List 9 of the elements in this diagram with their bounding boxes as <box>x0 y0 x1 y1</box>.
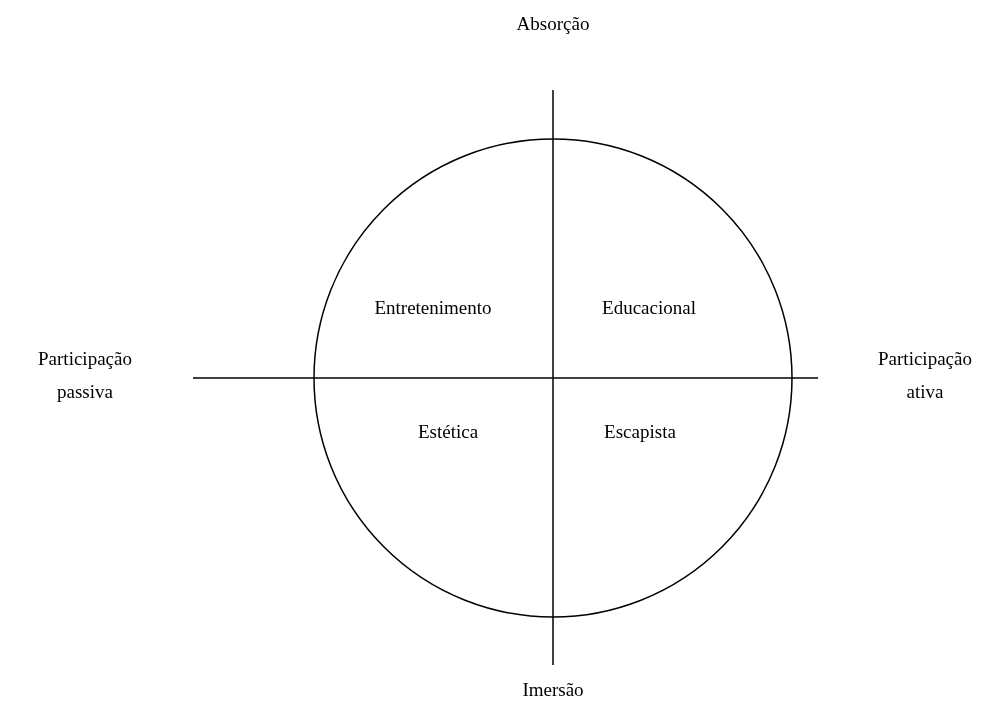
axis-label: Participação ativa <box>877 346 973 404</box>
quadrant-label: Educacional <box>602 296 696 321</box>
circle-diagram <box>313 138 793 618</box>
quadrant-label: Estética <box>417 420 479 445</box>
axis-label: Participação passiva <box>37 346 133 404</box>
quadrant-label: Escapista <box>604 420 676 445</box>
quadrant-label: Entretenimento <box>374 296 492 321</box>
axis-label: Imersão <box>522 678 584 703</box>
axis-label: Absorção <box>516 12 590 37</box>
